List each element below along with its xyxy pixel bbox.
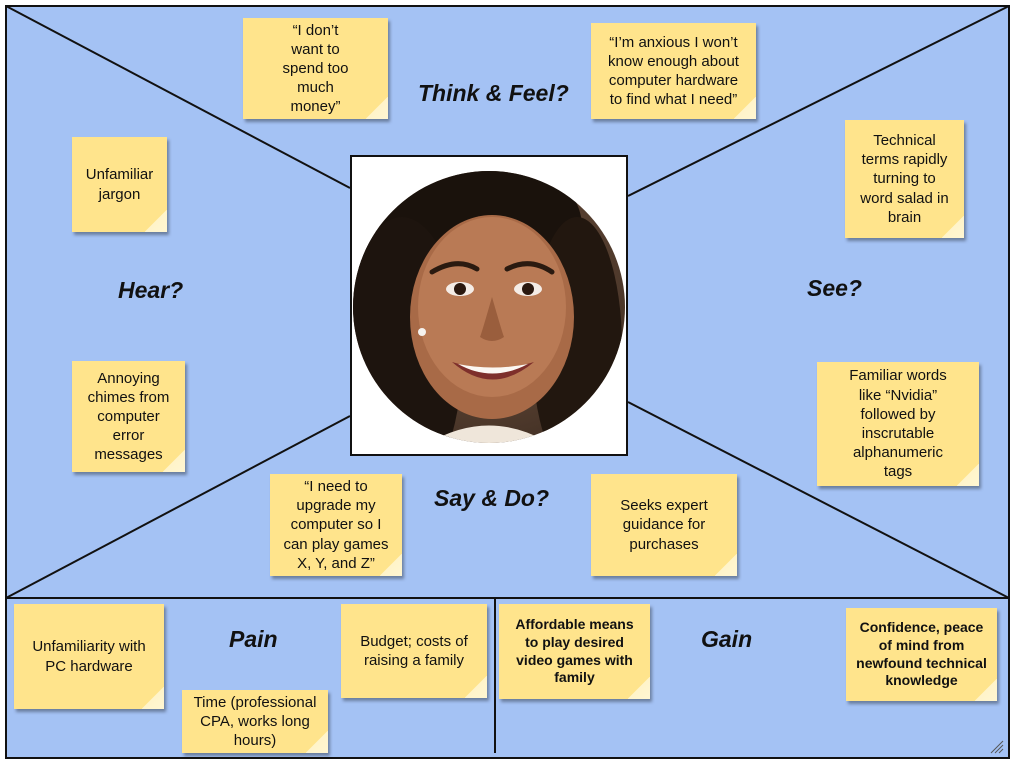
say-do-heading: Say & Do? — [434, 485, 550, 511]
gain-heading: Gain — [701, 626, 753, 652]
think-feel-heading: Think & Feel? — [418, 80, 569, 106]
pain-note-unfamiliarity[interactable]: Unfamiliarity with PC hardware — [14, 604, 164, 709]
hear-note-jargon[interactable]: Unfamiliar jargon — [72, 137, 167, 232]
see-note-nvidia[interactable]: Familiar words like “Nvidia” followed by… — [817, 362, 979, 486]
think-note-money[interactable]: “I don’t want to spend too much money” — [243, 18, 388, 119]
see-heading: See? — [807, 275, 862, 301]
hear-note-chimes[interactable]: Annoying chimes from computer error mess… — [72, 361, 185, 472]
say-note-expert[interactable]: Seeks expert guidance for purchases — [591, 474, 737, 576]
think-note-anxious[interactable]: “I’m anxious I won’t know enough about c… — [591, 23, 756, 119]
diagonal-top-right — [627, 5, 1010, 197]
diagonal-bottom-left — [5, 415, 351, 599]
persona-photo-frame — [350, 155, 628, 456]
pain-note-budget[interactable]: Budget; costs of raising a family — [341, 604, 487, 698]
smiling-woman-portrait-icon — [353, 171, 625, 443]
resize-grip-icon[interactable] — [990, 740, 1004, 754]
pain-note-time[interactable]: Time (professional CPA, works long hours… — [182, 690, 328, 753]
pain-heading: Pain — [229, 626, 278, 652]
gain-note-affordable[interactable]: Affordable means to play desired video g… — [499, 604, 650, 699]
diagonal-bottom-right — [627, 401, 1010, 599]
gain-note-confidence[interactable]: Confidence, peace of mind from newfound … — [846, 608, 997, 701]
diagonal-top-left — [5, 5, 351, 189]
hear-heading: Hear? — [118, 277, 184, 303]
see-note-word-salad[interactable]: Technical terms rapidly turning to word … — [845, 120, 964, 238]
say-note-upgrade[interactable]: “I need to upgrade my computer so I can … — [270, 474, 402, 576]
